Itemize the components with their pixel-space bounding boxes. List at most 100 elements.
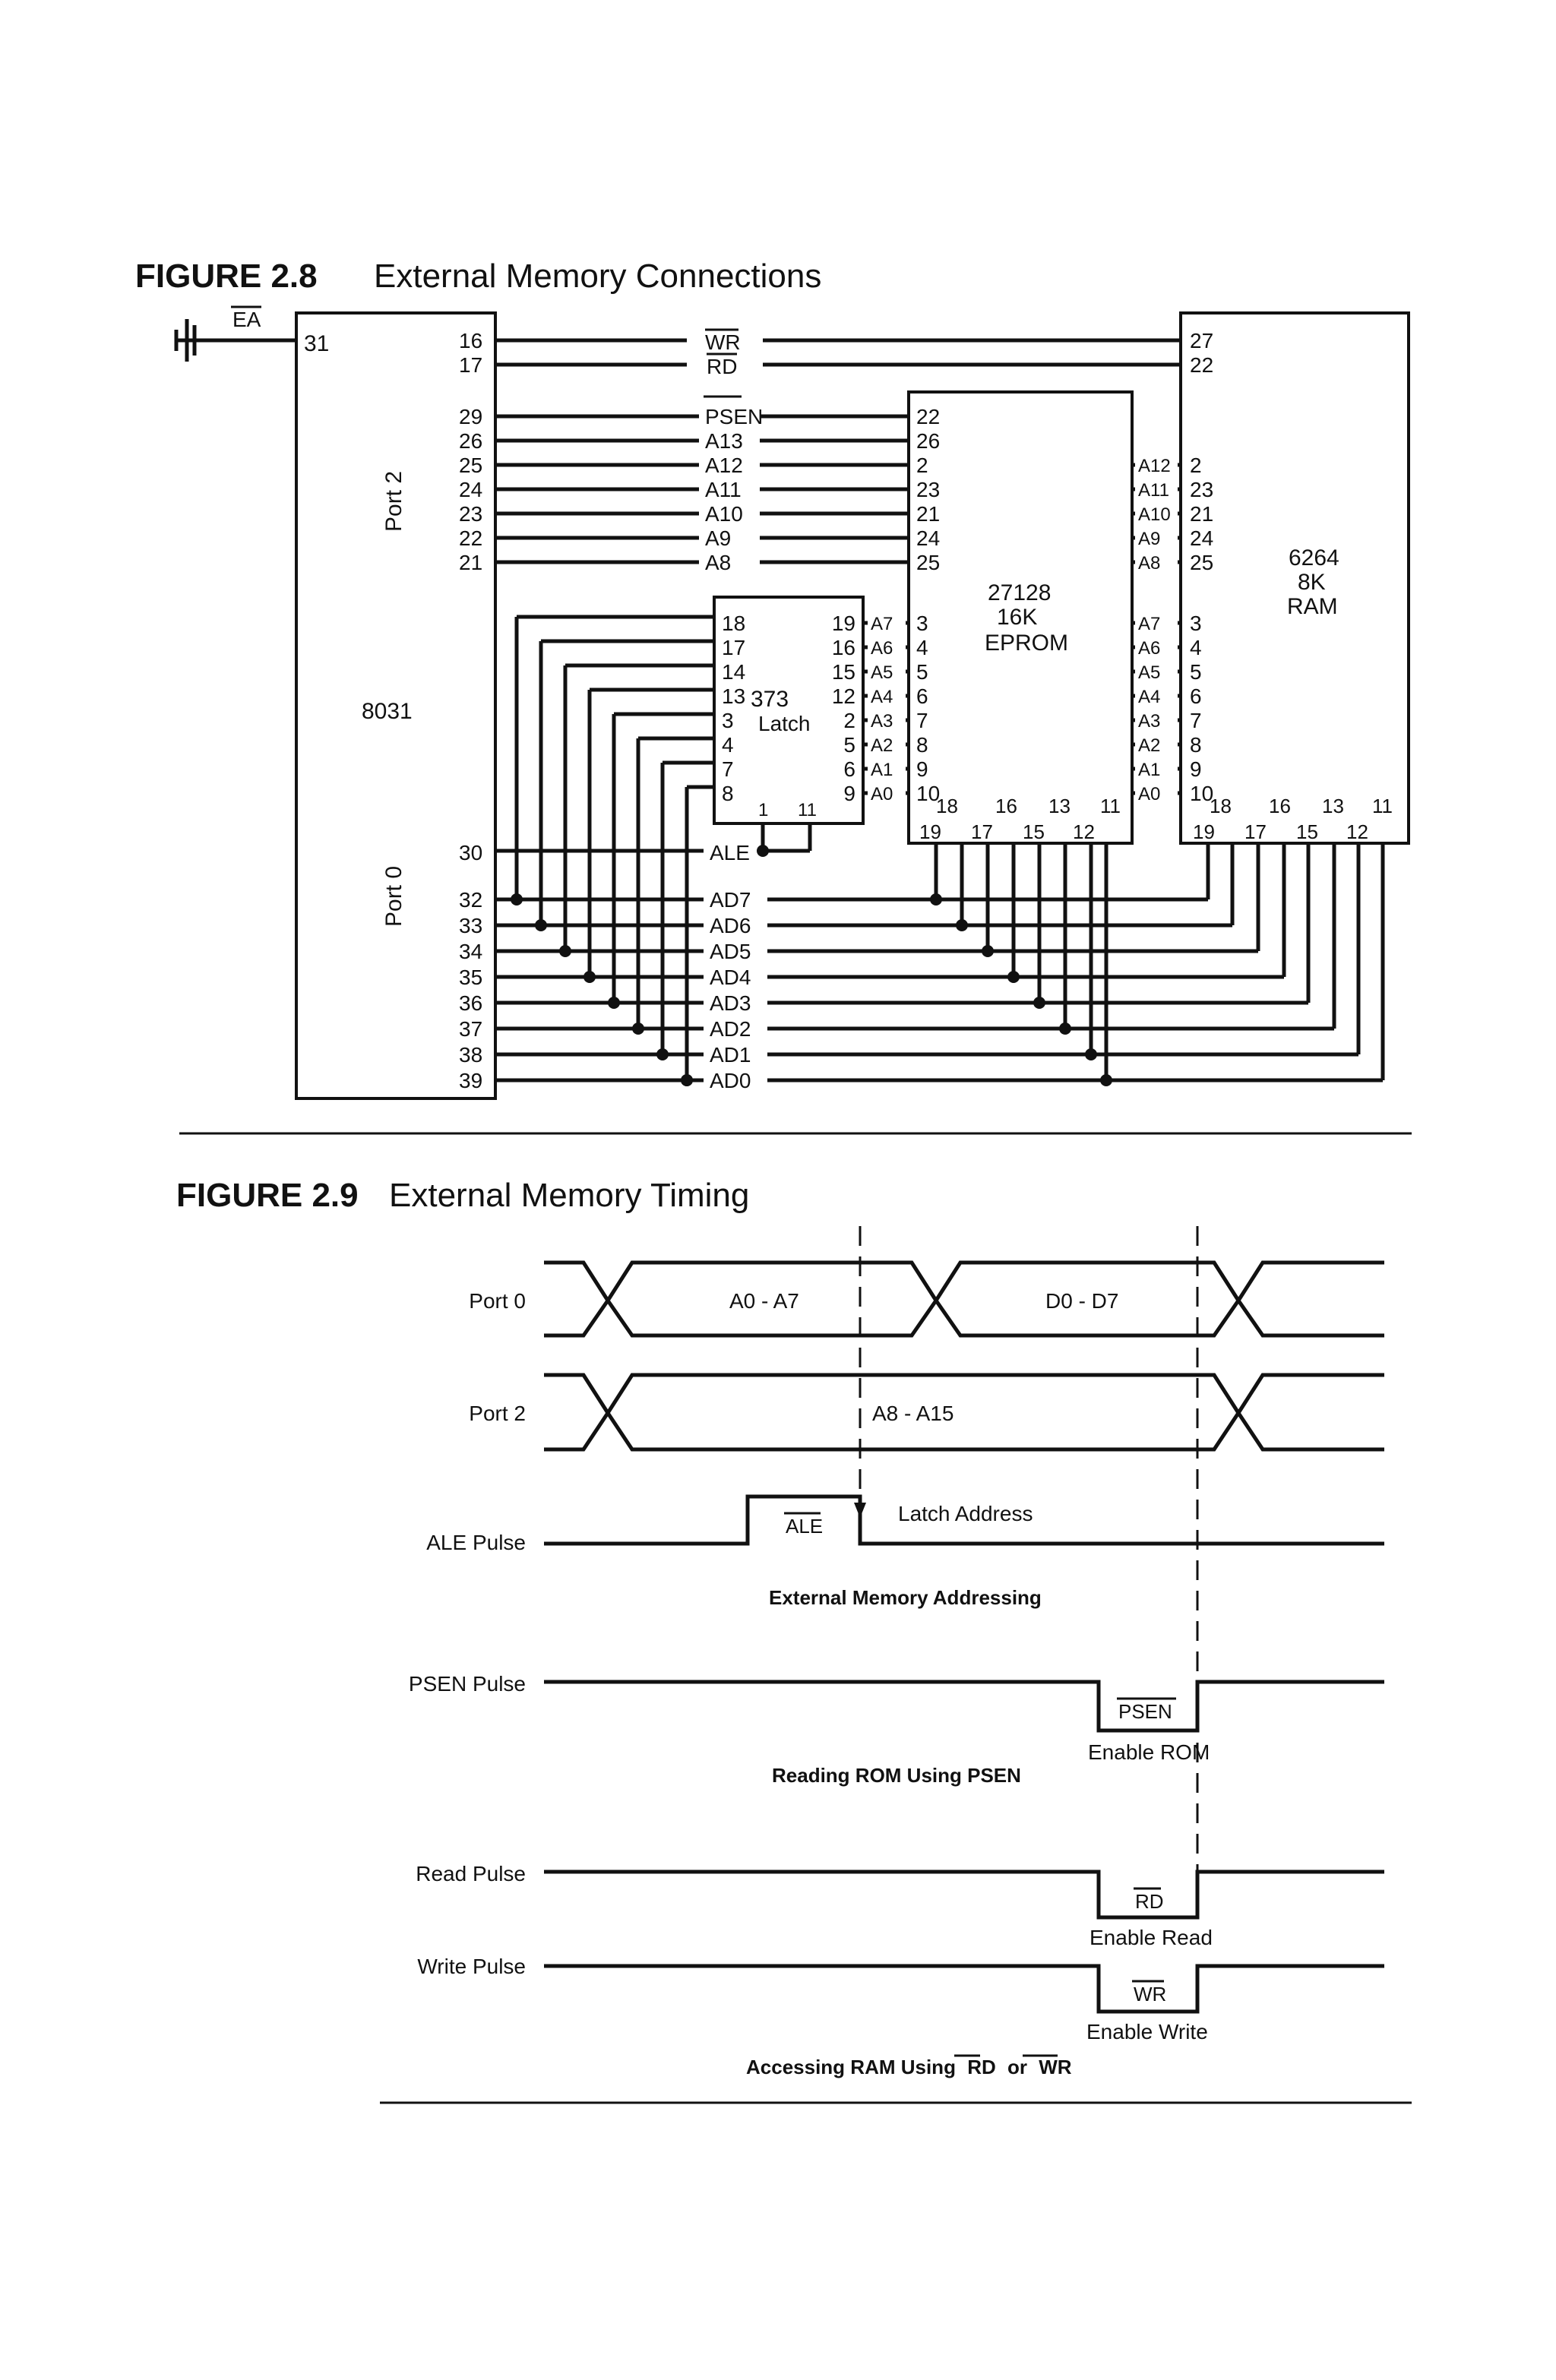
eprom-data-pin: 12 bbox=[1073, 820, 1095, 843]
eprom-addr-pin: 8 bbox=[916, 733, 928, 757]
latch-output-pin: 19 bbox=[832, 612, 855, 635]
ram-addr-pin: 3 bbox=[1190, 612, 1202, 635]
psen-pulse-label: PSEN bbox=[1118, 1700, 1172, 1723]
latch-address-out: A6 bbox=[871, 638, 893, 659]
ram-data-pin: 16 bbox=[1269, 795, 1291, 817]
port2-signal-label: A12 bbox=[705, 454, 743, 477]
latch-input-pin: 14 bbox=[722, 660, 745, 684]
wr-rd-bus: WR RD bbox=[495, 325, 1181, 378]
latch-output-pin: 2 bbox=[843, 709, 855, 732]
ram-address-low: A0 bbox=[1138, 784, 1160, 804]
mcu-pin-rd: 17 bbox=[459, 353, 482, 377]
ram-address-high: A8 bbox=[1138, 553, 1160, 574]
latch-output-pin: 5 bbox=[843, 733, 855, 757]
ram-data-pin: 19 bbox=[1193, 820, 1215, 843]
ale-row-label: ALE Pulse bbox=[426, 1531, 526, 1554]
port0-signal-label: AD2 bbox=[710, 1017, 751, 1041]
timing-ale: ALE Pulse ALE Latch Address External Mem… bbox=[426, 1494, 1384, 1609]
enable-write-label: Enable Write bbox=[1086, 2020, 1208, 2043]
section-rom: Reading ROM Using PSEN bbox=[772, 1764, 1021, 1787]
latch-output-pin: 6 bbox=[843, 757, 855, 781]
eprom-data-pin: 16 bbox=[995, 795, 1017, 817]
ram-data-pin: 17 bbox=[1244, 820, 1267, 843]
eprom-top-pin: 23 bbox=[916, 478, 940, 501]
eprom-data-pin: 18 bbox=[936, 795, 958, 817]
section-ram-or: or bbox=[1007, 2056, 1027, 2078]
ale-pulse-label: ALE bbox=[786, 1515, 823, 1538]
eprom-addr-pin: 9 bbox=[916, 757, 928, 781]
ram-data-pin: 11 bbox=[1372, 795, 1393, 817]
port0-signal-label: AD1 bbox=[710, 1043, 751, 1067]
eprom-addr-pin: 4 bbox=[916, 636, 928, 659]
mcu-pin-ale: 30 bbox=[459, 841, 482, 864]
ale-signal-label: ALE bbox=[710, 841, 750, 864]
ram-addr-pin: 10 bbox=[1190, 782, 1213, 805]
mcu-body bbox=[295, 311, 497, 1100]
latch-input-pin: 17 bbox=[722, 636, 745, 659]
mcu-pin-ea: 31 bbox=[304, 331, 329, 356]
eprom-data-pin: 15 bbox=[1023, 820, 1045, 843]
port0-signal-label: AD3 bbox=[710, 991, 751, 1015]
mcu-port2-pin: 21 bbox=[459, 551, 482, 574]
enable-rom-label: Enable ROM bbox=[1088, 1740, 1210, 1764]
mcu-port2-pin: 25 bbox=[459, 454, 482, 477]
ram-address-low: A4 bbox=[1138, 687, 1160, 707]
latch-output-pin: 12 bbox=[832, 684, 855, 708]
port0-signal-label: AD5 bbox=[710, 940, 751, 963]
ram-pin-rd: 22 bbox=[1190, 353, 1213, 377]
latch-address-label: Latch Address bbox=[898, 1502, 1033, 1525]
latch-sub: Latch bbox=[758, 712, 811, 735]
ram-address-low: A7 bbox=[1138, 614, 1160, 634]
latch-pin-1: 1 bbox=[758, 800, 768, 820]
timing-read: Read Pulse RD Enable Read bbox=[416, 1862, 1384, 1949]
ram-top-pin: 23 bbox=[1190, 478, 1213, 501]
port0-signal-label: AD4 bbox=[710, 966, 751, 989]
port2-signal-label: A8 bbox=[705, 551, 731, 574]
ram-address-low: A1 bbox=[1138, 760, 1160, 780]
ram-top-pin: 24 bbox=[1190, 526, 1213, 550]
bus-a0a7: A0 - A7 bbox=[729, 1289, 799, 1313]
timing-psen: PSEN Pulse PSEN Enable ROM Reading ROM U… bbox=[409, 1672, 1384, 1787]
fig28-label: FIGURE 2.8 bbox=[135, 258, 318, 295]
eprom-data-pin: 19 bbox=[919, 820, 941, 843]
svg-text:Accessing RAM Using RD: Accessing RAM Using RD or WR bbox=[746, 2056, 1072, 2078]
ram-addr-pin: 9 bbox=[1190, 757, 1202, 781]
latch-name: 373 bbox=[751, 687, 789, 712]
eprom-top-pin: 25 bbox=[916, 551, 940, 574]
ram-addr-pin: 5 bbox=[1190, 660, 1202, 684]
mcu-name: 8031 bbox=[362, 699, 413, 724]
ram-type: RAM bbox=[1287, 594, 1338, 619]
ram-data-pin: 15 bbox=[1296, 820, 1318, 843]
port2-row-label: Port 2 bbox=[469, 1402, 526, 1425]
eprom-data-pin: 11 bbox=[1100, 795, 1121, 817]
eprom-27128: 27128 16K EPROM 222622321242534567891018… bbox=[907, 390, 1134, 845]
mcu-port2-pin: 22 bbox=[459, 526, 482, 550]
port0-row-label: Port 0 bbox=[469, 1289, 526, 1313]
eprom-type: EPROM bbox=[985, 631, 1068, 656]
read-row-label: Read Pulse bbox=[416, 1862, 526, 1885]
port2-label: Port 2 bbox=[381, 471, 406, 532]
ram-data-pin: 18 bbox=[1210, 795, 1232, 817]
eprom-top-pin: 21 bbox=[916, 502, 940, 526]
latch-address-out: A0 bbox=[871, 784, 893, 804]
port2-signal-label: A13 bbox=[705, 429, 743, 453]
latch-address-out: A3 bbox=[871, 711, 893, 732]
eprom-size: 16K bbox=[997, 605, 1037, 630]
ea-ground-symbol: EA bbox=[174, 305, 296, 362]
eprom-addr-pin: 10 bbox=[916, 782, 940, 805]
write-row-label: Write Pulse bbox=[417, 1955, 526, 1978]
latch-input-pin: 13 bbox=[722, 684, 745, 708]
ram-addr-pin: 4 bbox=[1190, 636, 1202, 659]
port2-signal-label: A10 bbox=[705, 502, 743, 526]
timing-write: Write Pulse WR Enable Write bbox=[417, 1955, 1384, 2043]
psen-row-label: PSEN Pulse bbox=[409, 1672, 526, 1696]
ram-body bbox=[1179, 311, 1410, 845]
enable-read-label: Enable Read bbox=[1090, 1926, 1213, 1949]
ram-address-low: A6 bbox=[1138, 638, 1160, 659]
eprom-addr-pin: 6 bbox=[916, 684, 928, 708]
rd-pulse-label: RD bbox=[1135, 1890, 1164, 1913]
latch-address-out: A7 bbox=[871, 614, 893, 634]
